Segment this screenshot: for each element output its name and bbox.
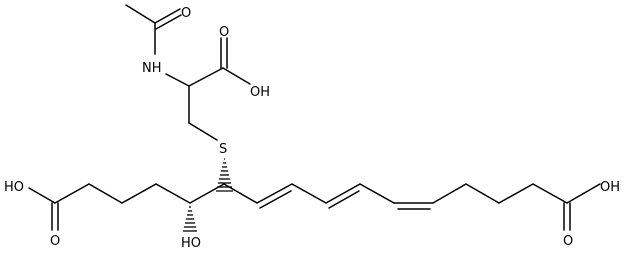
right-triene-chain [223, 183, 601, 231]
bond-r8 [465, 183, 500, 204]
hashed-wedge-hydroxyl [183, 206, 197, 232]
bond-r2 [256, 183, 293, 204]
bond-carbonyl-oxygen-b [155, 14, 182, 30]
acetyl-group [125, 4, 182, 55]
bond-alpha-carboxyl-carbon [188, 67, 224, 87]
label-carboxyl-oxygen-top: O [219, 25, 229, 40]
left-acid-chain [28, 183, 225, 231]
bond-ch2-sulfur [188, 122, 218, 141]
bond-nitrogen-alpha-carbon [165, 73, 190, 87]
upper-carboxyl-group [188, 37, 251, 87]
bond-r3 [291, 183, 327, 204]
label-carboxyl-hydroxyl-top: OH [250, 85, 270, 100]
bond-r10 [532, 183, 568, 204]
bond-r5 [359, 183, 395, 204]
label-acetyl-oxygen: O [181, 6, 191, 21]
bond-r1 [223, 183, 258, 204]
bond-left-c3 [88, 183, 123, 204]
label-amide-nitrogen: NH [142, 61, 162, 76]
bond-left-c5 [155, 183, 191, 204]
label-left-acid-oxygen: O [50, 234, 60, 249]
bond-left-c4 [121, 183, 157, 204]
bond-carboxyl-c-oh [222, 67, 251, 85]
bond-left-c6 [189, 183, 225, 204]
label-left-acid-hydroxyl: HO [4, 180, 24, 195]
bond-r4 [325, 183, 361, 204]
bond-left-c2 [54, 183, 90, 204]
bond-left-c1 [28, 187, 56, 204]
bond-r11 [566, 183, 601, 204]
bond-methyl-carbonyl [125, 4, 156, 24]
label-secondary-hydroxyl: HO [181, 236, 201, 251]
bond-r9 [498, 183, 534, 204]
label-sulfur: S [219, 142, 227, 157]
bond-r7 [432, 183, 467, 204]
bond-r4-double [328, 190, 360, 209]
bond-carbonyl-oxygen-a [154, 8, 181, 24]
label-right-acid-oxygen: O [563, 234, 573, 249]
label-right-acid-hydroxyl: OH [600, 180, 620, 195]
bond-r2-double [259, 190, 292, 209]
